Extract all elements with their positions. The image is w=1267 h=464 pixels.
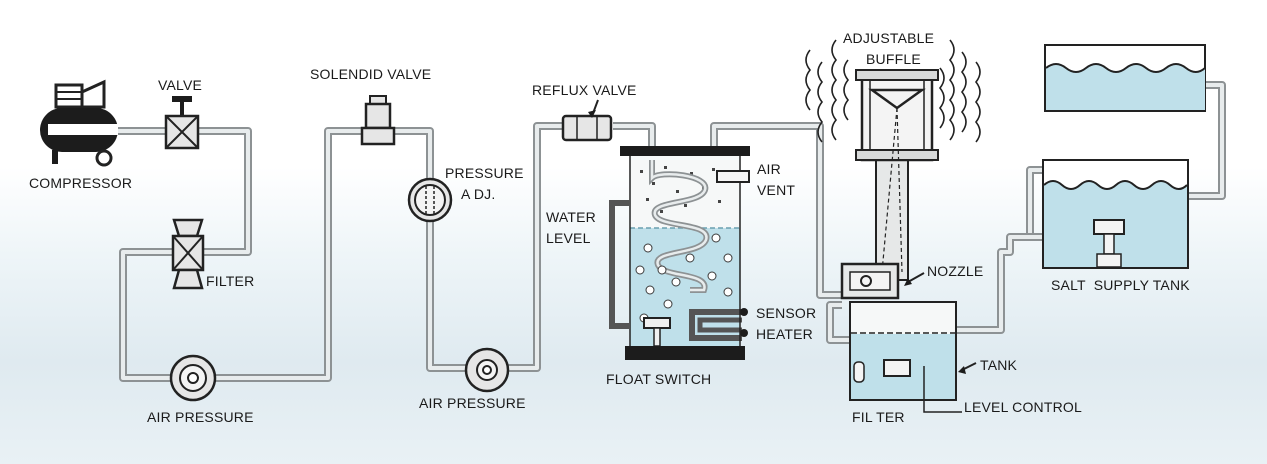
pressure-adj-label-line1: PRESSURE bbox=[445, 165, 524, 181]
upper-reservoir-icon bbox=[1044, 44, 1206, 112]
sensor-label: SENSOR bbox=[756, 305, 816, 321]
compressor-label: COMPRESSOR bbox=[29, 175, 132, 191]
salt-supply-tank-icon bbox=[1042, 159, 1189, 269]
humidifier-tank-icon bbox=[609, 146, 750, 360]
solenoid-valve-icon bbox=[360, 95, 396, 146]
adjustable-buffle-label-line2: BUFFLE bbox=[866, 51, 921, 67]
pressure-adj-label-line2: A DJ. bbox=[461, 186, 495, 202]
pressure-gauge-icon-2 bbox=[464, 347, 510, 393]
water-level-label-line2: LEVEL bbox=[546, 230, 591, 246]
air-vent-label-line1: AIR bbox=[757, 161, 781, 177]
nozzle-label: NOZZLE bbox=[927, 263, 983, 279]
reflux-valve-label: REFLUX VALVE bbox=[532, 82, 637, 98]
water-level-label-line1: WATER bbox=[546, 209, 596, 225]
pressure-regulator-icon bbox=[407, 177, 453, 223]
air-vent-label-line2: VENT bbox=[757, 182, 795, 198]
filter-label: FILTER bbox=[206, 273, 254, 289]
air-pressure-label-1: AIR PRESSURE bbox=[147, 409, 254, 425]
heater-label: HEATER bbox=[756, 326, 813, 342]
filter-icon bbox=[171, 218, 205, 290]
tank-label: TANK bbox=[980, 357, 1018, 373]
valve-icon bbox=[164, 96, 200, 150]
fil-ter-label: FIL TER bbox=[852, 409, 905, 425]
float-switch-label: FLOAT SWITCH bbox=[606, 371, 711, 387]
level-control-label: LEVEL CONTROL bbox=[964, 399, 1082, 415]
compressor-icon bbox=[40, 79, 118, 167]
solenoid-valve-label: SOLENDID VALVE bbox=[310, 66, 431, 82]
spray-tower-icon bbox=[805, 39, 981, 300]
salt-supply-tank-label: SALT SUPPLY TANK bbox=[1051, 277, 1190, 293]
lower-tank-icon bbox=[849, 301, 977, 413]
reflux-valve-icon bbox=[561, 99, 613, 142]
adjustable-buffle-label-line1: ADJUSTABLE bbox=[843, 30, 934, 46]
air-pressure-label-2: AIR PRESSURE bbox=[419, 395, 526, 411]
valve-label: VALVE bbox=[158, 77, 202, 93]
pressure-gauge-icon bbox=[169, 354, 217, 402]
